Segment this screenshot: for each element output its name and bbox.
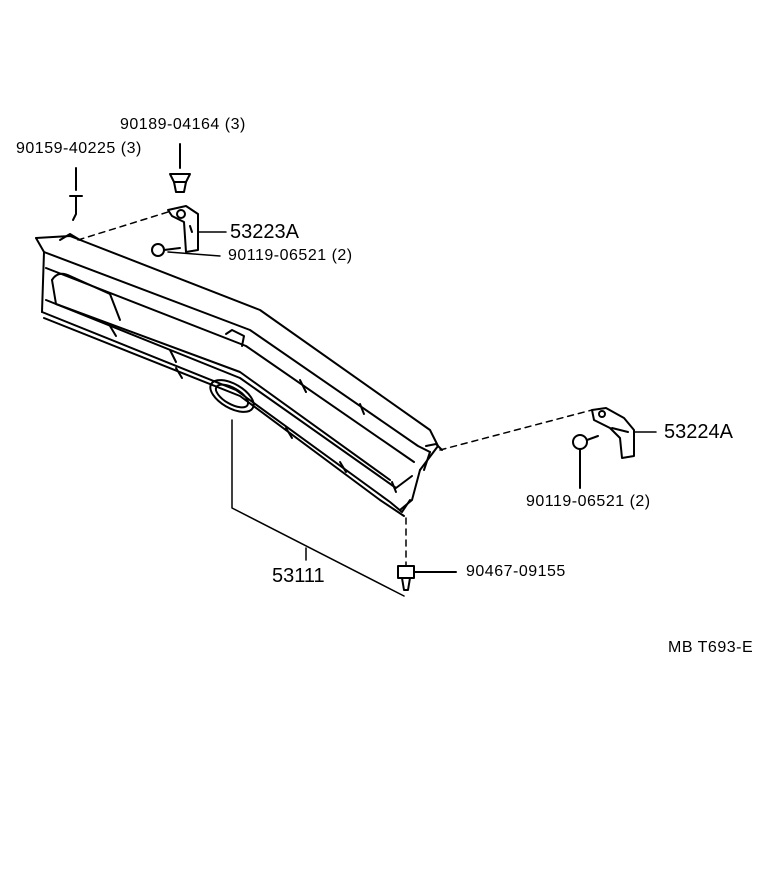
left-bracket [167,205,199,253]
label-90189-04164: 90189-04164 (3) [120,116,246,133]
screw-90159 [69,167,83,221]
label-90159-40225: 90159-40225 (3) [16,140,142,157]
leader-lines [167,231,657,597]
label-53224A: 53224A [664,421,733,443]
clip-90189 [169,143,191,193]
bolt-90119-right [572,434,599,489]
label-90119-06521-left: 90119-06521 (2) [228,247,353,264]
right-bracket [591,407,635,459]
bolt-90119-left [151,243,181,257]
label-90467-09155: 90467-09155 [466,563,566,580]
label-90119-06521-right: 90119-06521 (2) [526,493,651,510]
grille-assembly [35,233,443,517]
drawing-code: MB T693-E [668,639,754,656]
clip-90467 [397,565,457,591]
label-53223A: 53223A [230,221,299,243]
dashed-alignment [77,211,593,567]
label-53111: 53111 [272,565,325,587]
